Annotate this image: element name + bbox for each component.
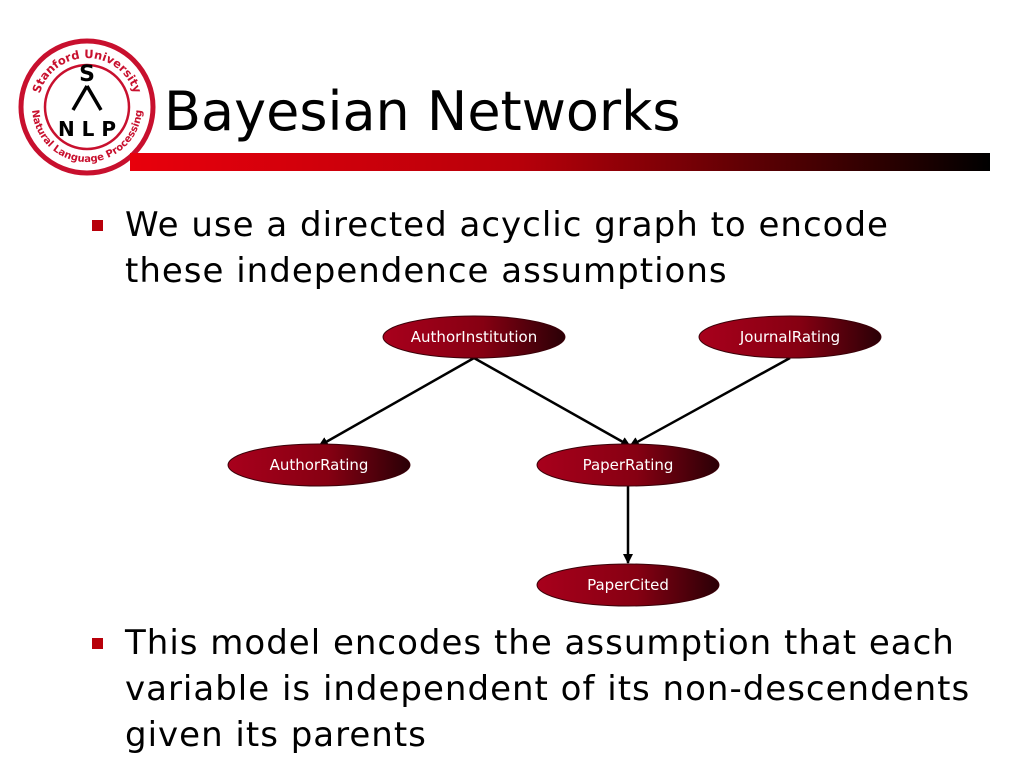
slide-title: Bayesian Networks xyxy=(164,80,681,143)
bullet-text: We use a directed acyclic graph to encod… xyxy=(125,205,889,291)
node-paper-rating: PaperRating xyxy=(536,443,720,487)
stanford-nlp-logo: Stanford University Natural Language Pro… xyxy=(18,38,156,176)
square-bullet-icon xyxy=(92,220,103,231)
edge-journalrating-paperrating xyxy=(629,356,791,448)
node-author-institution: AuthorInstitution xyxy=(382,315,566,359)
logo-tree-icon xyxy=(71,85,103,111)
node-label: JournalRating xyxy=(739,328,840,346)
edge-authorinstitution-paperrating xyxy=(473,356,631,448)
logo-letter-s: S xyxy=(79,62,95,87)
node-paper-cited: PaperCited xyxy=(536,563,720,607)
node-label: AuthorRating xyxy=(270,456,369,474)
square-bullet-icon xyxy=(92,638,103,649)
logo-letters-nlp: N L P xyxy=(58,117,116,141)
node-label: PaperCited xyxy=(587,576,669,594)
node-author-rating: AuthorRating xyxy=(227,443,411,487)
node-label: PaperRating xyxy=(583,456,674,474)
edge-authorinstitution-authorrating xyxy=(318,356,475,448)
bullet-point-2: This model encodes the assumption that e… xyxy=(92,620,972,758)
node-label: AuthorInstitution xyxy=(411,328,537,346)
bullet-point-1: We use a directed acyclic graph to encod… xyxy=(92,202,972,294)
title-underline-bar xyxy=(130,153,990,171)
node-journal-rating: JournalRating xyxy=(698,315,882,359)
bullet-text: This model encodes the assumption that e… xyxy=(125,623,971,755)
